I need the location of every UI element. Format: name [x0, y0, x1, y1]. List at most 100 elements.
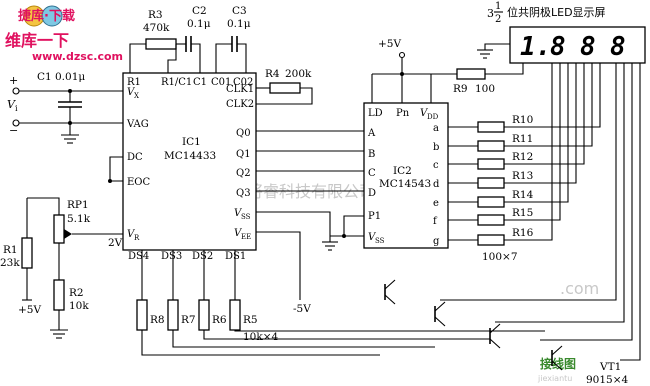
ic2-pin-seg-a: a — [433, 123, 439, 134]
c2-value: 0.1μ — [187, 18, 211, 30]
ic2-pin-seg-d: d — [433, 179, 440, 190]
r2-label: R2 — [69, 287, 84, 299]
ds-resistor — [229, 299, 241, 331]
segment-resistor — [477, 121, 505, 133]
watermark-bottom-cn: 接线图 — [540, 356, 576, 371]
ic1-pin-vag: VAG — [126, 119, 149, 130]
watermark-logo-text: 捷库·下载 — [18, 8, 75, 24]
c1-value: 0.01μ — [55, 71, 85, 83]
ic1-pin-c1: C1 — [193, 77, 207, 88]
ic2-pin-ld: LD — [368, 108, 383, 119]
r4-resistor — [269, 82, 301, 94]
svg-text:2: 2 — [495, 14, 501, 25]
ground-symbol-r2 — [50, 310, 68, 339]
supply-plus5-left: +5V — [18, 304, 41, 316]
segment-resistor — [477, 196, 505, 208]
ic2-pin-c-in: C — [368, 168, 376, 179]
led-digit-3: 8 — [580, 32, 596, 62]
ic1-pin-vr: V — [127, 229, 136, 240]
ground-symbol-vag — [61, 123, 79, 144]
input-minus: − — [9, 124, 18, 137]
ic1-chip — [122, 72, 257, 251]
segment-resistor-label: R15 — [512, 207, 533, 219]
rp1-value: 5.1k — [67, 213, 91, 225]
ic1-pin-q3: Q3 — [236, 188, 251, 199]
segment-resistor-label: R10 — [512, 114, 533, 126]
ic1-pin-ds4: DS4 — [128, 251, 149, 262]
r1-resistor — [21, 237, 33, 269]
segment-resistor-note: 100×7 — [482, 251, 518, 263]
supply-plus5: +5V — [378, 38, 401, 50]
led-digit-1: 1. — [520, 32, 551, 62]
input-terminal-plus[interactable] — [12, 87, 20, 95]
ic2-name: IC2 — [393, 165, 412, 177]
r9-resistor — [456, 68, 486, 80]
ic1-pin-c02: C02 — [233, 77, 253, 88]
ic1-pin-eoc: EOC — [127, 177, 150, 188]
ic1-pin-ds3: DS3 — [161, 251, 182, 262]
ic1-pin-vee: V — [234, 228, 243, 239]
r4-value: 200k — [285, 68, 312, 80]
segment-resistor-label: R11 — [512, 133, 533, 145]
ic1-pin-vss: V — [234, 208, 243, 219]
r9-label: R9 — [453, 83, 468, 95]
watermark-logo: 捷库·下载 维库一下 www.dzsc.com — [5, 5, 123, 63]
svg-text:EE: EE — [241, 233, 251, 241]
svg-text:SS: SS — [375, 237, 385, 245]
r3-value: 470k — [143, 22, 170, 34]
led-display-title-text: 位共阴极LED显示屏 — [507, 5, 606, 19]
r3-resistor — [145, 38, 177, 50]
led-digit-2: 8 — [550, 32, 566, 62]
ic2-pin-b-in: B — [368, 149, 375, 160]
ds-resistor-label: R5 — [243, 314, 258, 326]
r3-label: R3 — [148, 9, 163, 21]
r9-value: 100 — [475, 83, 495, 95]
rp1-label: RP1 — [67, 199, 89, 211]
ds-resistor-label: R8 — [150, 314, 165, 326]
c2-label: C2 — [192, 5, 207, 17]
r2-value: 10k — [69, 300, 89, 312]
r1-label: R1 — [3, 244, 18, 256]
svg-text:3: 3 — [487, 7, 494, 20]
ic2-pin-seg-g: g — [433, 236, 440, 247]
ds-resistor — [136, 299, 148, 331]
c3-value: 0.1μ — [227, 18, 251, 30]
svg-text:X: X — [134, 92, 139, 100]
ic1-part: MC14433 — [164, 150, 216, 162]
ic2-pin-seg-c: c — [433, 160, 439, 171]
svg-text:i: i — [15, 104, 18, 113]
ic1-pin-q1: Q1 — [236, 149, 251, 160]
r4-label: R4 — [265, 68, 280, 80]
ic1-pin-c01: C01 — [211, 77, 231, 88]
ic1-pin-ds2: DS2 — [192, 251, 213, 262]
segment-resistor — [477, 214, 505, 226]
ic1-pin-ds1: DS1 — [225, 251, 246, 262]
svg-text:DD: DD — [427, 113, 439, 121]
led-digit-4: 8 — [610, 32, 626, 62]
segment-resistor — [477, 140, 505, 152]
ground-symbol-display — [477, 43, 510, 59]
ds-resistor — [167, 299, 179, 331]
led-display — [509, 26, 646, 64]
segment-resistor-label: R12 — [512, 151, 533, 163]
watermark-site-url: www.dzsc.com — [32, 50, 123, 63]
ground-symbol-ic2 — [322, 241, 338, 251]
ic1-pin-r1: R1 — [127, 77, 141, 88]
input-vi: V — [7, 98, 16, 111]
segment-resistor-label: R13 — [512, 170, 533, 182]
rp1-potentiometer[interactable] — [53, 214, 65, 244]
vt-note: 9015×4 — [586, 374, 629, 386]
ic1-pin-clk2: CLK2 — [226, 99, 254, 110]
ic2-pin-vss: V — [368, 232, 377, 243]
ic2-chip — [363, 102, 449, 249]
segment-resistor — [477, 177, 505, 189]
ic2-pin-vdd: V — [420, 108, 429, 119]
ic2-pin-a-in: A — [367, 128, 376, 139]
ic2-pin-pn: Pn — [396, 108, 410, 119]
segment-resistor — [477, 158, 505, 170]
input-terminal-minus[interactable] — [12, 119, 20, 127]
ic2-pin-seg-e: e — [433, 198, 439, 209]
